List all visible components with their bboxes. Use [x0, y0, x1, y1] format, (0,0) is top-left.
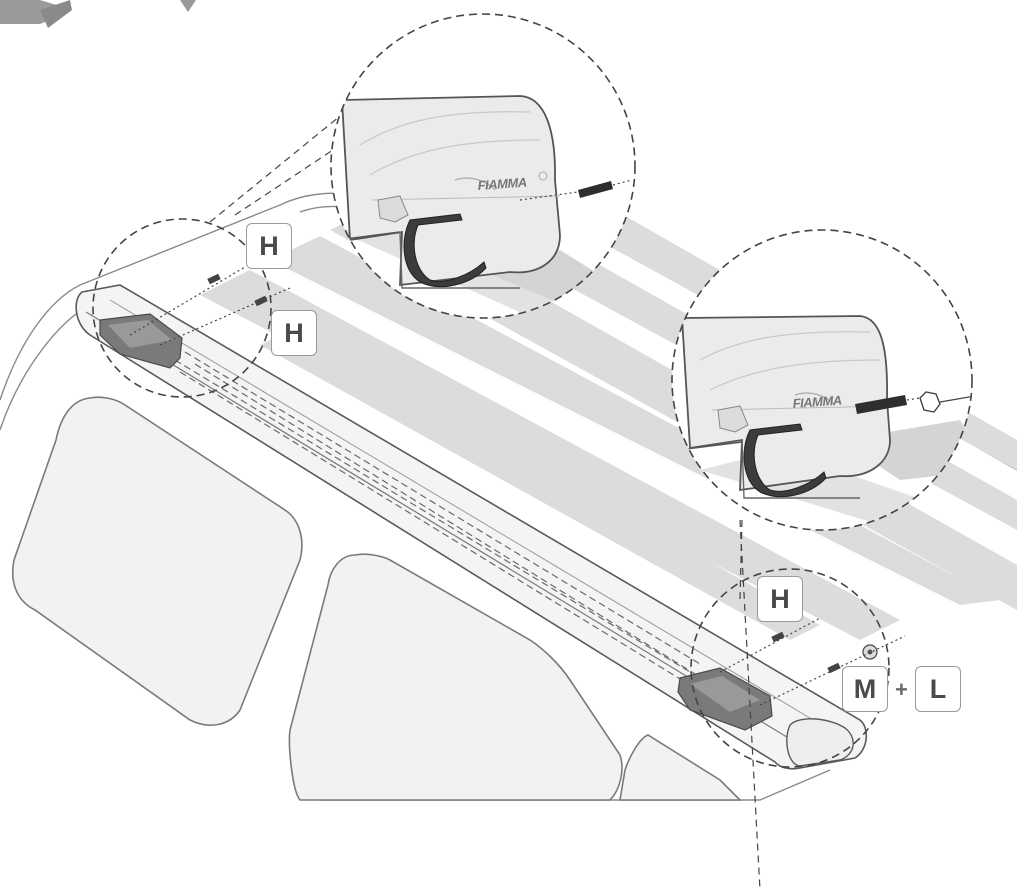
plus-sign: +: [895, 677, 908, 702]
nut-right: [862, 644, 878, 660]
brand-logo-right: FIAMMA: [792, 393, 842, 411]
awning-bar: [75, 284, 868, 770]
guide-lines-left: [129, 266, 291, 346]
bracket-right: [677, 667, 773, 731]
guide-lines-right: [719, 617, 906, 706]
screw-left-top: [207, 273, 221, 285]
rubber-seal-right: [743, 423, 827, 498]
wrench-icon: [0, 0, 196, 28]
bracket-left: [99, 313, 183, 369]
screw-top-detail: [578, 181, 613, 198]
end-cap: [786, 718, 854, 767]
detail-circle-right: FIAMMA: [671, 229, 973, 531]
screw-right-bottom: [827, 662, 841, 674]
window-middle: [288, 553, 623, 801]
label-h-top: H: [246, 223, 292, 269]
screw-right-detail: [855, 395, 907, 414]
screw-right-top: [771, 631, 785, 643]
label-h-right: H: [757, 576, 803, 622]
rubber-seal: [403, 213, 487, 288]
zoom-circle-right: [690, 568, 890, 768]
nut-right-detail: [919, 391, 941, 413]
zoom-circle-left: [92, 218, 272, 398]
brand-logo-top: FIAMMA: [477, 175, 527, 193]
window-right: [619, 734, 742, 801]
connector-lines: [209, 111, 761, 891]
window-left: [11, 396, 303, 726]
label-m: M: [842, 666, 888, 712]
label-l: L: [915, 666, 961, 712]
van-windows: [11, 396, 742, 801]
label-h-left: H: [271, 310, 317, 356]
